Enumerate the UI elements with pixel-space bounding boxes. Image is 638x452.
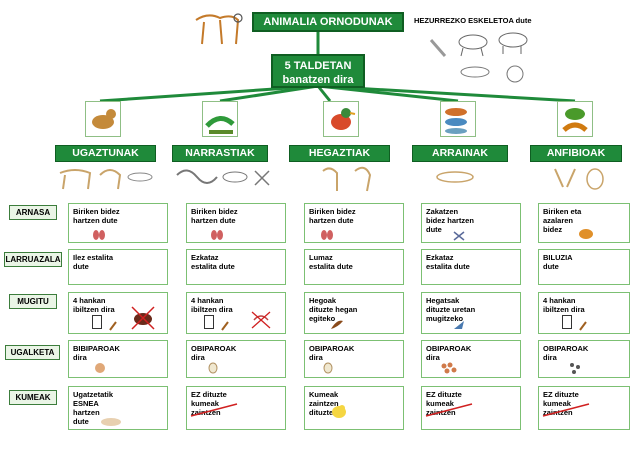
group-skeletons-row — [55, 163, 622, 193]
center-line1: 5 TALDETAN — [284, 60, 352, 72]
strike-mark — [424, 400, 476, 420]
mammals-icon — [85, 101, 121, 137]
row-label-larruazala: LARRUAZALA — [4, 252, 62, 267]
cell-hegaztiak-kumeak: Kumeak zaintzen dituzte — [304, 386, 404, 430]
frog-eggs-icon — [568, 361, 582, 375]
group-ugaztunak: UGAZTUNAK — [55, 145, 156, 162]
cell-hegaztiak-larruazala: Lumaz estalita dute — [304, 249, 404, 285]
group-hegaztiak: HEGAZTIAK — [289, 145, 390, 162]
gills-icon — [452, 229, 466, 241]
row-label-kumeak: KUMEAK — [9, 390, 57, 405]
cell-ugaztunak-mugitu: 4 hankan ibiltzen dira — [68, 292, 168, 334]
group-anfibioak: ANFIBIOAK — [530, 145, 622, 162]
cell-arrainak-mugitu: Hegatsak dituzte uretan mugitzeko — [421, 292, 521, 334]
group-arrainak: ARRAINAK — [412, 145, 508, 162]
legs-icon — [562, 315, 572, 329]
fish-icon — [440, 101, 476, 137]
animal-crossed-icon — [130, 305, 156, 331]
cat-skeleton-illustration — [190, 4, 245, 52]
connector-ugaztunak — [99, 84, 319, 103]
connector-hegaztiak — [316, 85, 332, 102]
legs-icon — [204, 315, 214, 329]
tail-icon — [578, 318, 588, 331]
cell-hegaztiak-ugalketa: OBIPAROAK dira — [304, 340, 404, 378]
row-label-arnasa: ARNASA — [9, 205, 57, 220]
lungs-icon — [320, 227, 334, 241]
mother-feeding-icon — [100, 414, 122, 426]
frog-icon — [578, 225, 594, 241]
page-title: ANIMALIA ORNODUNAK — [252, 12, 404, 32]
tail-icon — [108, 318, 118, 331]
row-label-mugitu: MUGITU — [9, 294, 57, 309]
cell-ugaztunak-larruazala: Ilez estalita dute — [68, 249, 168, 285]
egg-icon — [320, 361, 336, 375]
strike-mark — [541, 400, 593, 420]
reptiles-icon — [202, 101, 238, 137]
cell-anfibioak-mugitu: 4 hankan ibiltzen dira — [538, 292, 630, 334]
lungs-icon — [92, 227, 106, 241]
cell-hegaztiak-mugitu: Hegoak dituzte hegan egiteko — [304, 292, 404, 334]
cell-narrastiak-larruazala: Ezkataz estalita dute — [186, 249, 286, 285]
cell-arrainak-arnasa: Zakatzen bidez hartzen dute — [421, 203, 521, 243]
egg-icon — [205, 361, 221, 375]
cell-ugaztunak-kumeak: Ugatzetatik ESNEA hartzen dute — [68, 386, 168, 430]
animal-crossed-icon — [250, 310, 272, 330]
amphibians-icon — [557, 101, 593, 137]
skeleton-images — [425, 30, 535, 88]
center-line2: banatzen dira — [282, 74, 354, 86]
wing-icon — [330, 318, 344, 330]
fin-icon — [452, 318, 466, 330]
lungs-icon — [210, 227, 224, 241]
connector-anfibioak — [317, 84, 576, 103]
cell-anfibioak-larruazala: BILUZIA dute — [538, 249, 630, 285]
cell-ugaztunak-ugalketa: BIBIPAROAK dira — [68, 340, 168, 378]
baby-mammal-icon — [92, 361, 108, 375]
group-narrastiak: NARRASTIAK — [172, 145, 268, 162]
chick-icon — [330, 402, 348, 420]
birds-icon — [323, 101, 359, 137]
row-label-ugalketa: UGALKETA — [5, 345, 60, 360]
cell-anfibioak-ugalketa: OBIPAROAK dira — [538, 340, 630, 378]
cell-anfibioak-kumeak: EZ dituzte kumeak zaintzen — [538, 386, 630, 430]
fish-eggs-icon — [440, 361, 458, 375]
legs-icon — [92, 315, 102, 329]
connector-narrastiak — [219, 84, 319, 103]
cell-arrainak-larruazala: Ezkataz estalita dute — [421, 249, 521, 285]
skeleton-label: HEZURREZKO ESKELETOA dute — [414, 16, 532, 25]
cell-hegaztiak-arnasa: Biriken bidez hartzen dute — [304, 203, 404, 243]
strike-mark — [189, 400, 241, 420]
cell-ugaztunak-arnasa: Biriken bidez hartzen dute — [68, 203, 168, 243]
cell-arrainak-kumeak: EZ dituzte kumeak zaintzen — [421, 386, 521, 430]
cell-narrastiak-ugalketa: OBIPAROAK dira — [186, 340, 286, 378]
cell-narrastiak-arnasa: Biriken bidez hartzen dute — [186, 203, 286, 243]
cell-arrainak-ugalketa: OBIPAROAK dira — [421, 340, 521, 378]
groups-count-box: 5 TALDETAN banatzen dira — [271, 54, 365, 88]
tail-icon — [220, 318, 230, 331]
